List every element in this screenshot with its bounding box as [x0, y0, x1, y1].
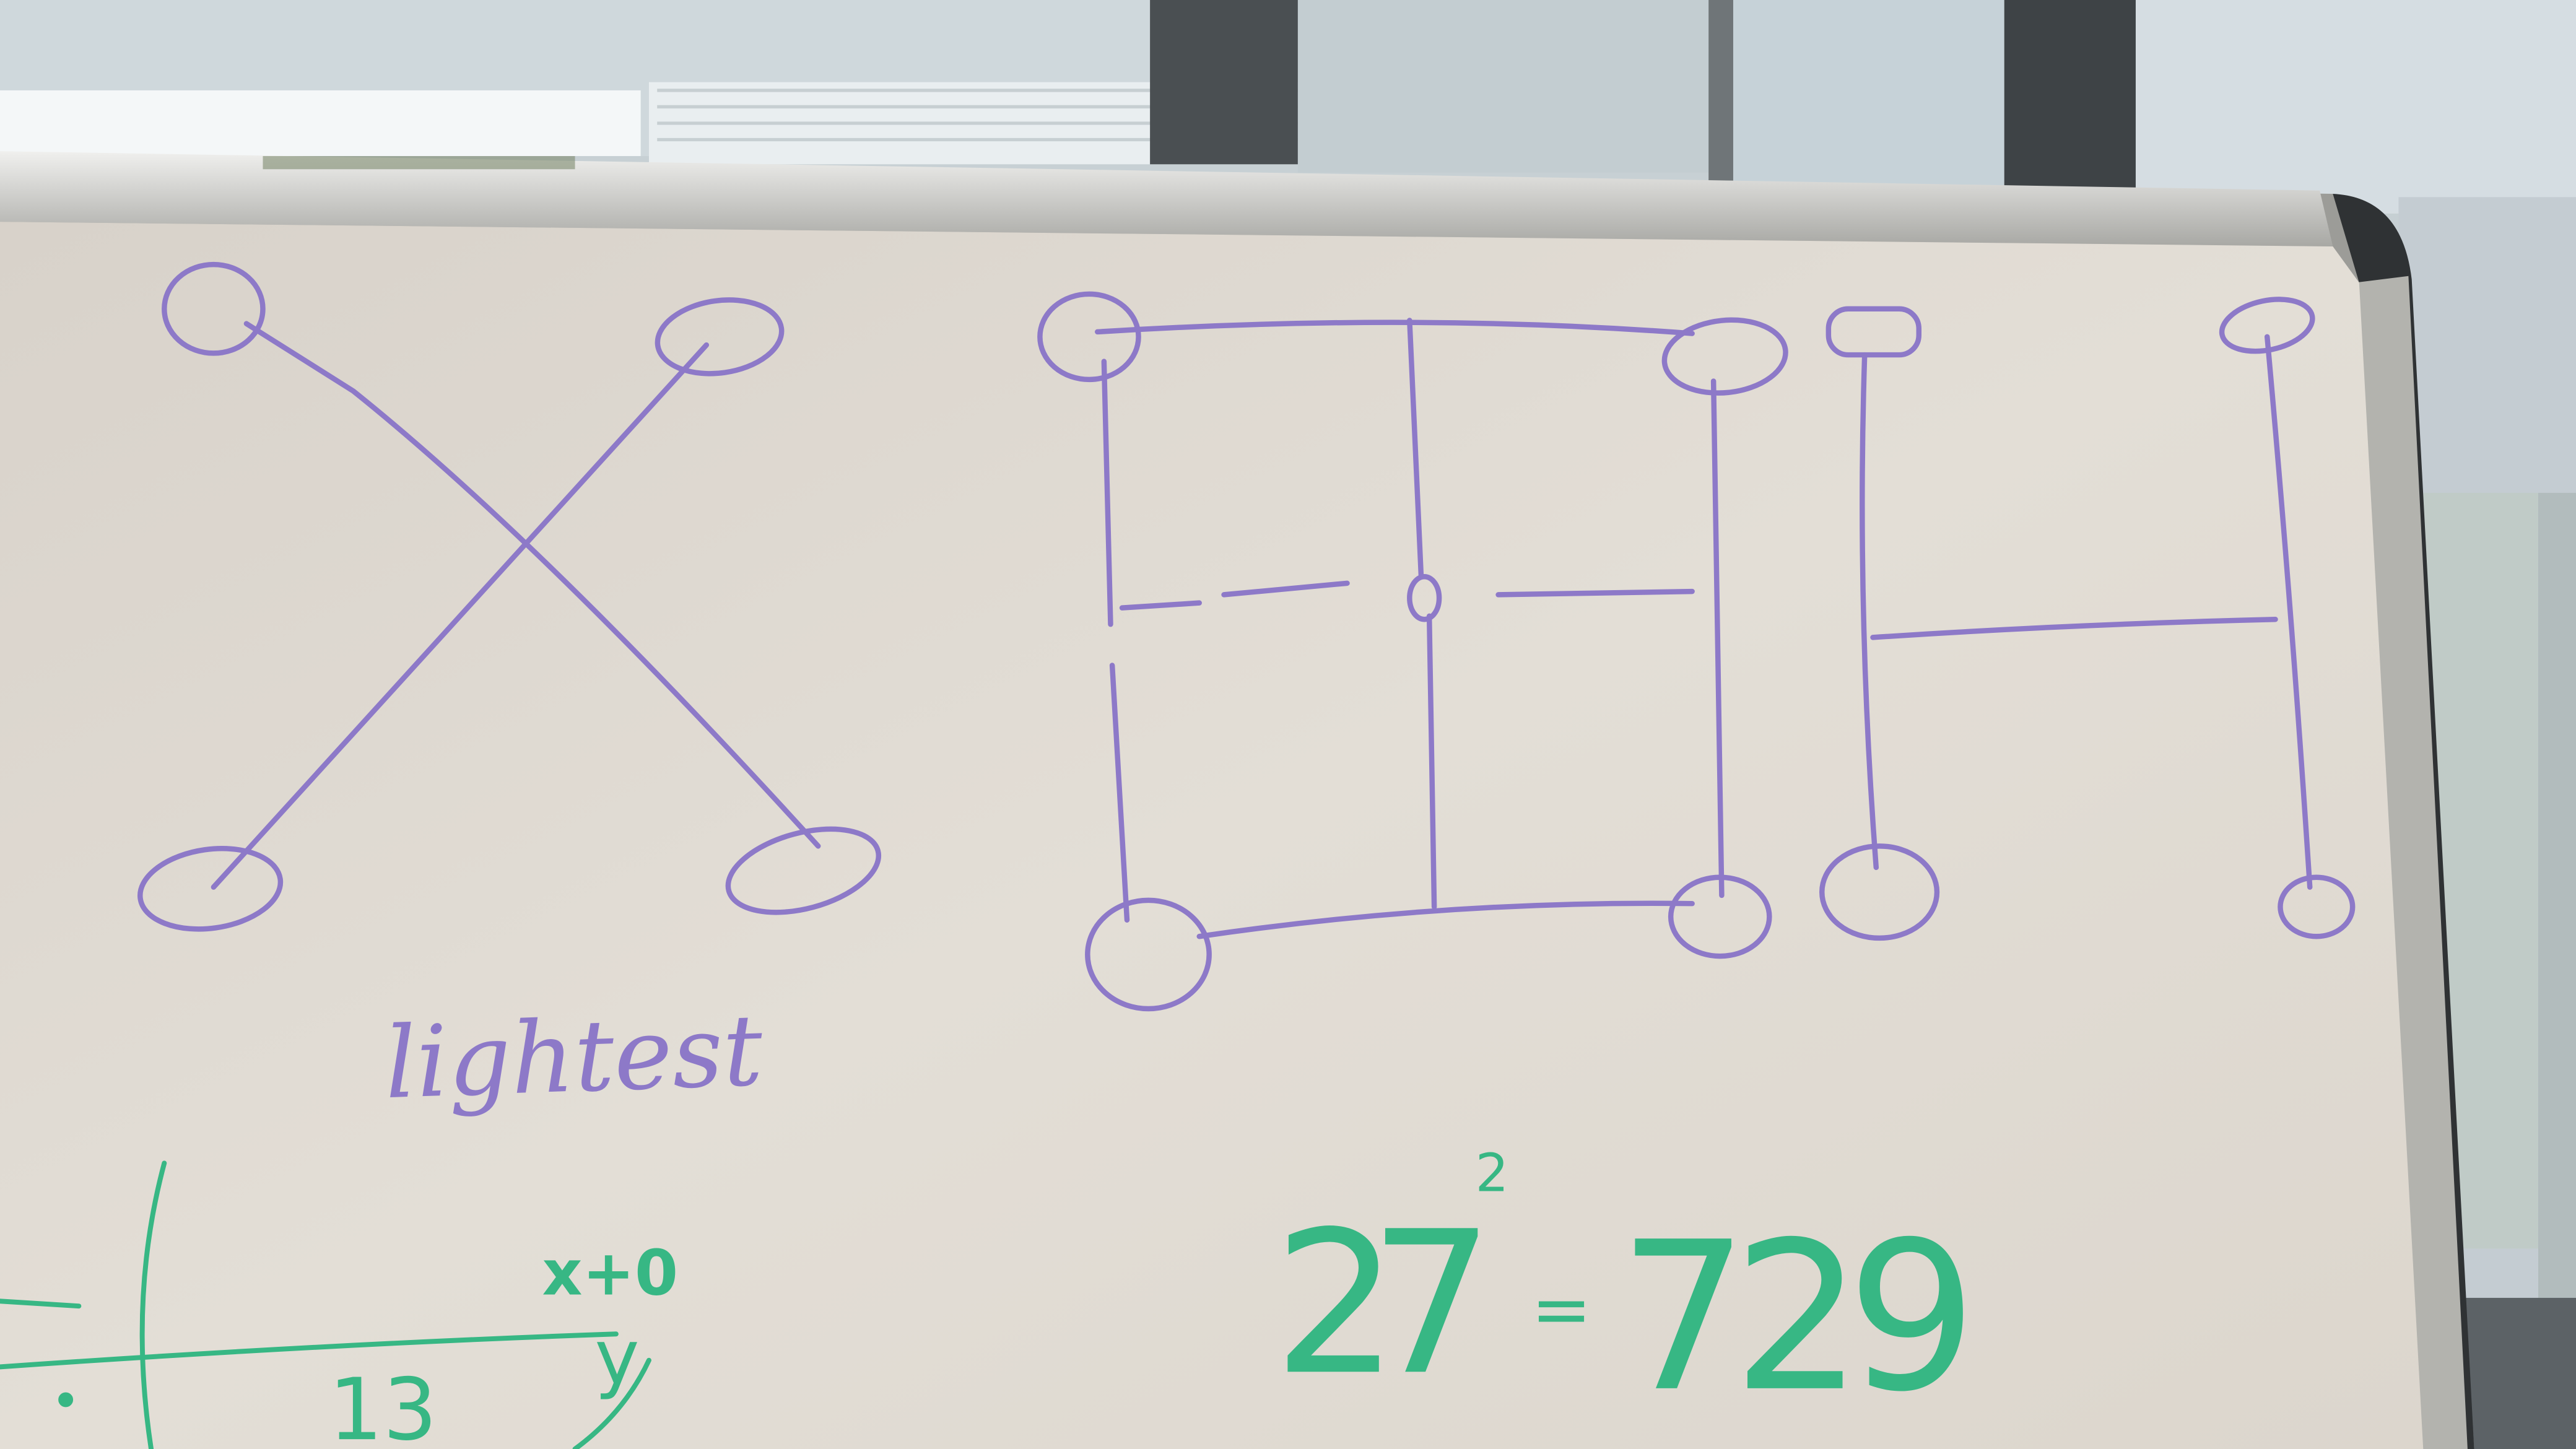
node-bottom-left — [137, 846, 284, 932]
node-bottom-right — [725, 826, 882, 915]
edge-diagonal-1 — [243, 321, 821, 849]
graph-tick-label: 13 — [329, 1360, 438, 1449]
equation-left: 27 — [1273, 1189, 1480, 1419]
sketch-label: lightest — [383, 993, 765, 1121]
node-bottom-left — [1819, 843, 1940, 941]
node-center — [1407, 573, 1442, 622]
edge-top — [1095, 320, 1695, 336]
grid-graph-sketch — [1037, 291, 1788, 1012]
edge-crossbar — [1870, 616, 2278, 640]
equation-equals: = — [1531, 1267, 1592, 1351]
edge-diagonal-2 — [211, 342, 710, 890]
node-top-left — [1825, 306, 1922, 358]
green-axis-scribble — [0, 1160, 651, 1449]
graph-top-label: x+0 — [542, 1237, 679, 1310]
edge-left-vertical — [1860, 352, 1879, 871]
equation-exponent: 2 — [1475, 1142, 1508, 1204]
node-top-right — [2219, 297, 2315, 354]
edge-horizontal-middle — [1119, 580, 1695, 611]
h-graph-sketch — [1819, 297, 2356, 941]
node-bottom-left — [1085, 897, 1212, 1012]
node-top-left — [162, 261, 266, 356]
green-axis-labels: x+0 13 y — [329, 1237, 679, 1449]
graph-axis-label: y — [594, 1313, 639, 1401]
node-top-right — [655, 297, 785, 376]
edge-bottom — [1196, 900, 1695, 939]
edge-right-vertical — [2264, 334, 2313, 890]
cross-graph-sketch — [137, 261, 882, 932]
node-bottom-right — [2278, 874, 2356, 939]
node-top-right — [1661, 317, 1788, 396]
edge-left — [1101, 359, 1130, 923]
edge-right — [1710, 378, 1725, 899]
whiteboard — [0, 151, 2474, 1449]
node-top-left — [1037, 291, 1141, 383]
edge-vertical-middle — [1407, 318, 1437, 910]
equation-right: 729 — [1618, 1198, 1965, 1437]
